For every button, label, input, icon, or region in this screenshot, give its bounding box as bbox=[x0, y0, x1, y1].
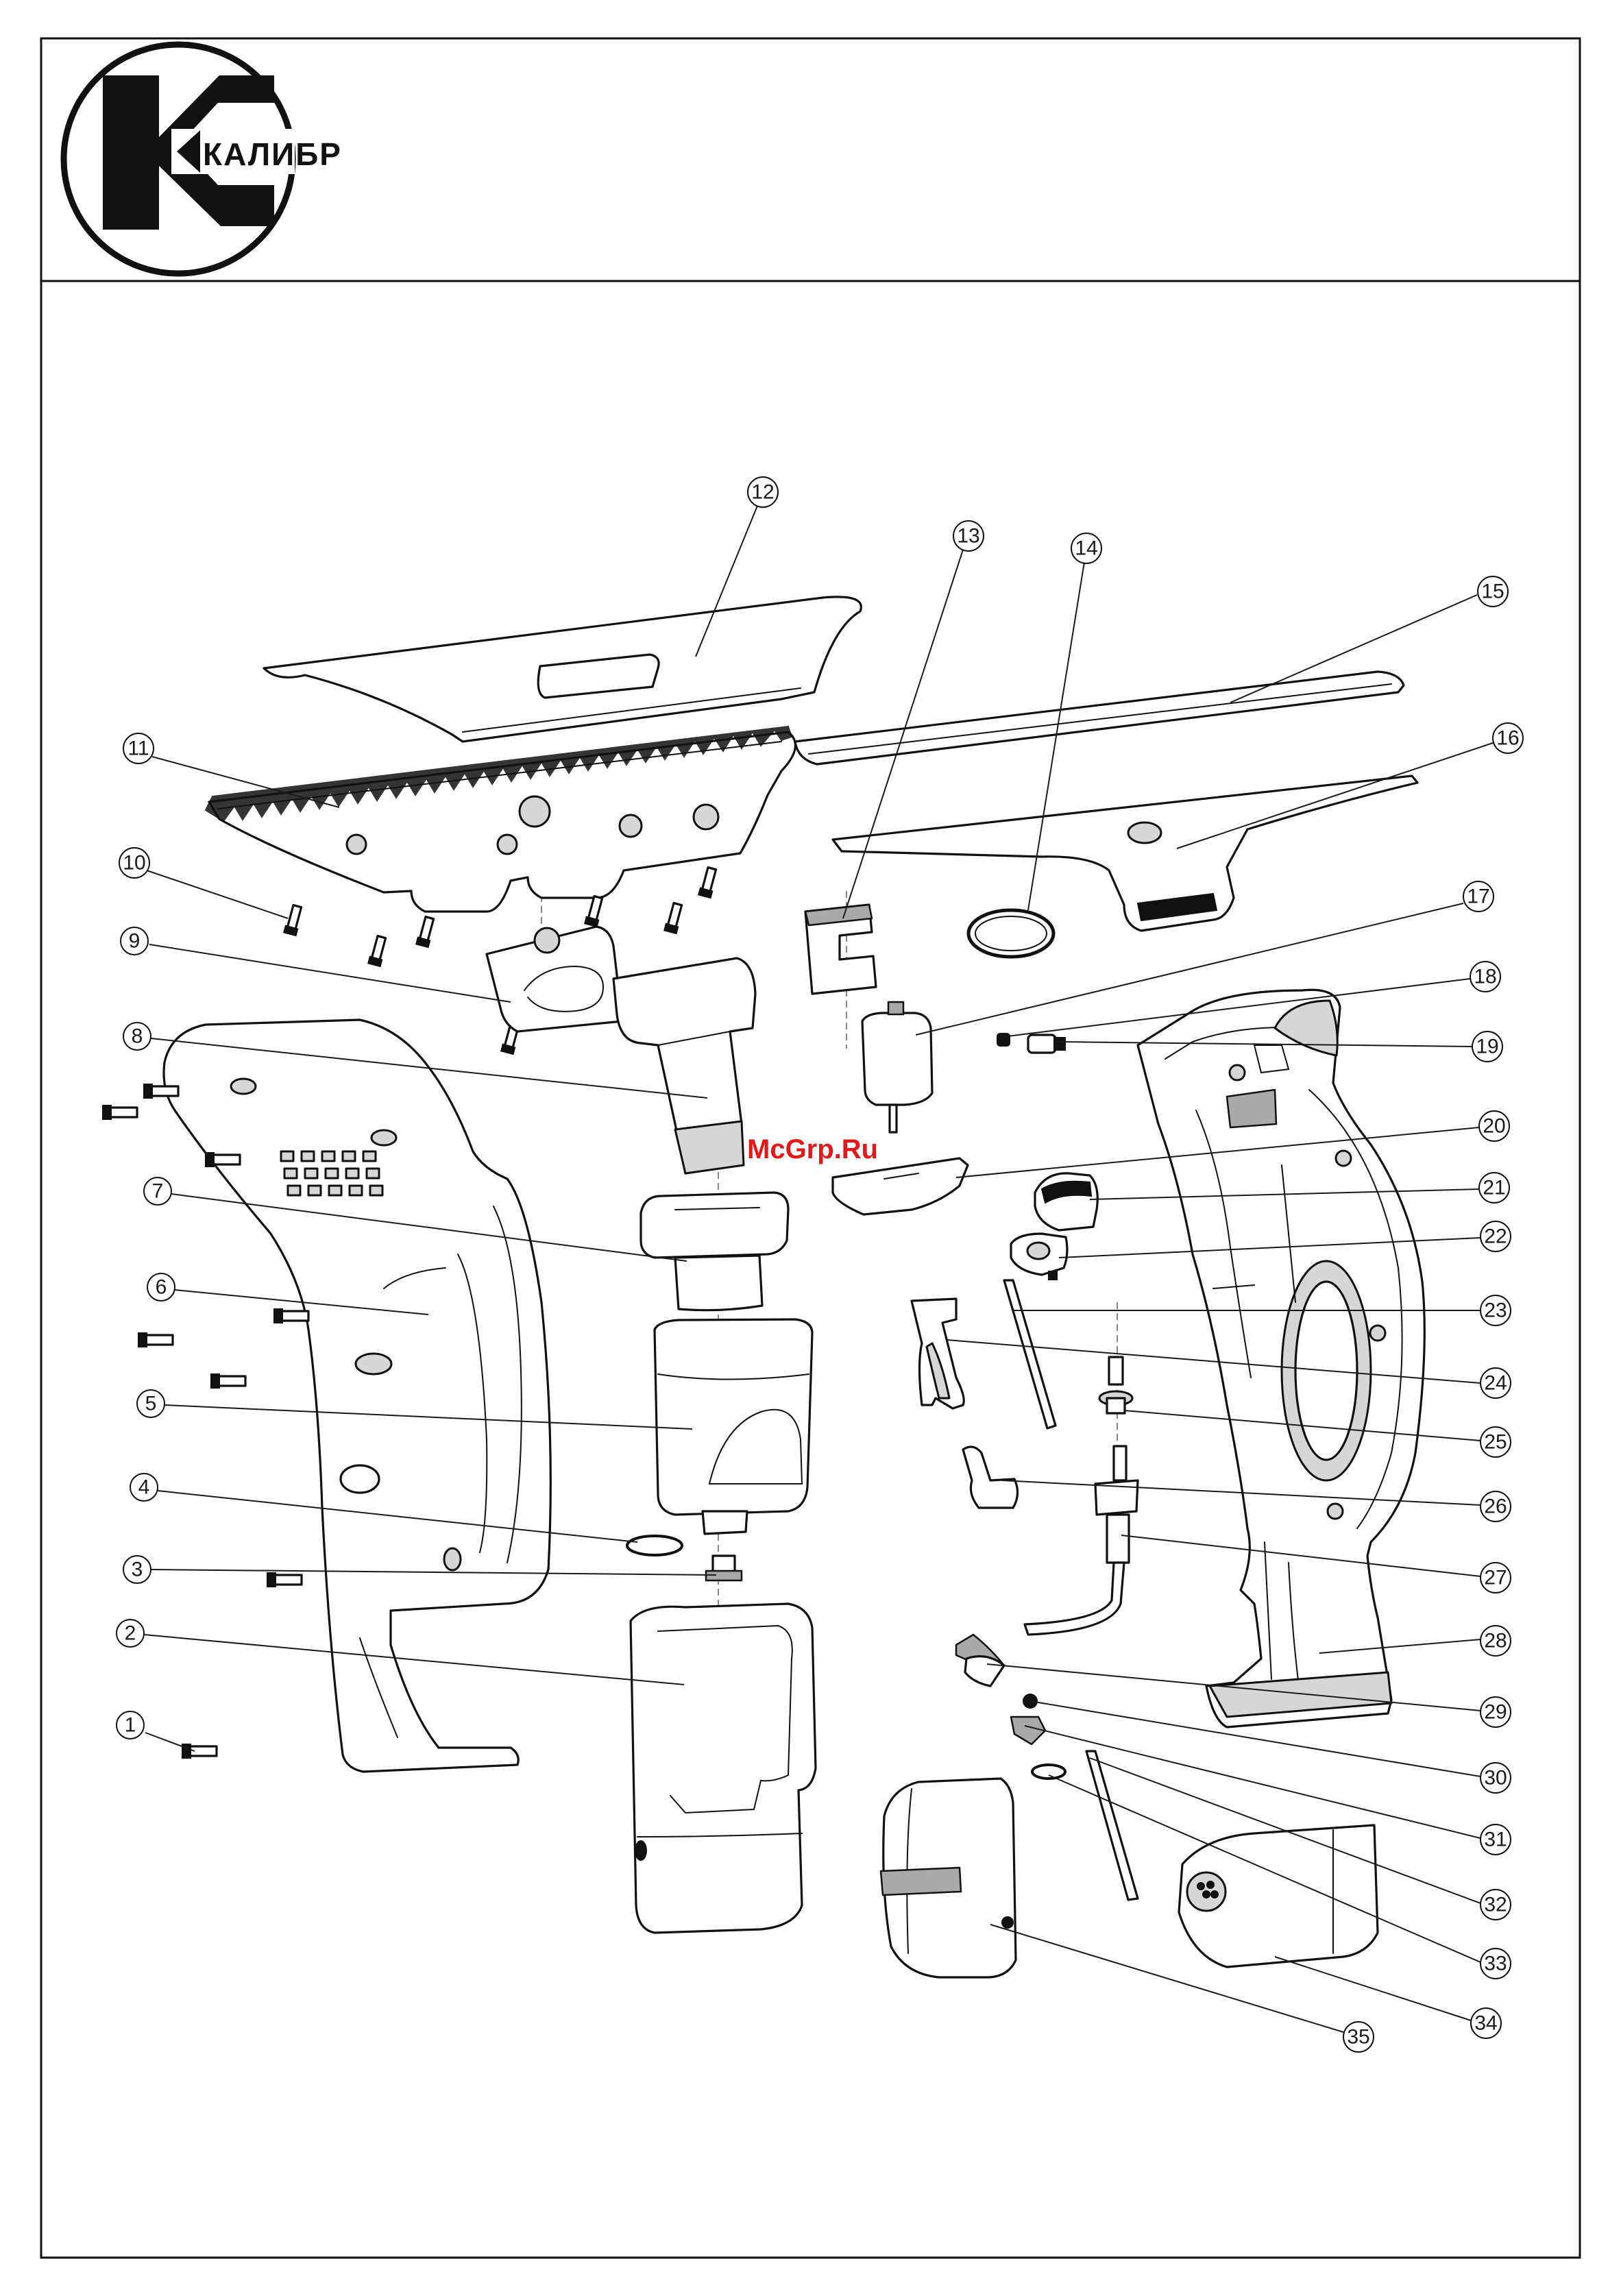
svg-text:8: 8 bbox=[132, 1025, 143, 1048]
part-lever bbox=[963, 1447, 1018, 1508]
svg-text:14: 14 bbox=[1075, 537, 1097, 560]
part-o-ring bbox=[968, 910, 1053, 957]
svg-text:5: 5 bbox=[145, 1393, 157, 1415]
part-spray-nozzle bbox=[956, 1635, 1004, 1686]
svg-text:10: 10 bbox=[123, 852, 145, 875]
svg-text:22: 22 bbox=[1484, 1225, 1507, 1248]
svg-text:1: 1 bbox=[125, 1714, 136, 1737]
brand-logo: КАЛИБР bbox=[64, 45, 342, 273]
part-filter-cap bbox=[641, 1193, 788, 1310]
svg-text:35: 35 bbox=[1347, 2026, 1369, 2049]
svg-text:34: 34 bbox=[1474, 2012, 1497, 2035]
svg-text:31: 31 bbox=[1484, 1829, 1507, 1851]
part-suction-nozzle bbox=[613, 958, 755, 1173]
part-connector bbox=[1099, 1357, 1132, 1413]
svg-text:26: 26 bbox=[1484, 1495, 1507, 1518]
part-hose bbox=[1004, 1280, 1056, 1428]
svg-text:30: 30 bbox=[1484, 1767, 1507, 1790]
svg-text:27: 27 bbox=[1484, 1567, 1507, 1589]
part-battery bbox=[881, 1779, 1016, 1977]
part-valve bbox=[1011, 1717, 1045, 1744]
part-clip bbox=[805, 905, 876, 994]
assembly-axes bbox=[541, 774, 1117, 1645]
svg-text:9: 9 bbox=[129, 930, 141, 953]
part-blade-strip bbox=[795, 672, 1404, 764]
part-small-nut bbox=[997, 1034, 1010, 1046]
part-small-ring bbox=[1032, 1765, 1065, 1779]
part-spray-tube bbox=[1025, 1446, 1138, 1635]
svg-text:17: 17 bbox=[1467, 886, 1489, 908]
part-fan-plate bbox=[833, 1158, 968, 1214]
part-top-cover bbox=[264, 597, 861, 742]
svg-text:25: 25 bbox=[1484, 1431, 1507, 1454]
callout-10: 10 bbox=[119, 848, 288, 918]
svg-text:16: 16 bbox=[1496, 727, 1519, 750]
part-pump-screw bbox=[1028, 1035, 1065, 1053]
svg-text:3: 3 bbox=[132, 1559, 143, 1581]
svg-text:4: 4 bbox=[138, 1476, 150, 1499]
part-left-housing bbox=[164, 1020, 550, 1772]
svg-text:12: 12 bbox=[751, 481, 774, 504]
svg-text:11: 11 bbox=[127, 737, 149, 760]
svg-text:33: 33 bbox=[1484, 1953, 1507, 1975]
svg-text:13: 13 bbox=[957, 525, 979, 548]
part-switch bbox=[1011, 1234, 1067, 1280]
watermark: McGrp.Ru bbox=[747, 1134, 878, 1164]
callout-13: 13 bbox=[843, 521, 984, 918]
svg-text:21: 21 bbox=[1483, 1177, 1505, 1199]
svg-text:28: 28 bbox=[1484, 1630, 1507, 1652]
part-filter-container bbox=[655, 1319, 812, 1534]
callout-34: 34 bbox=[1275, 1957, 1501, 2038]
part-water-tank bbox=[631, 1604, 816, 1933]
part-motor bbox=[862, 1002, 932, 1132]
part-seal-ring bbox=[627, 1536, 682, 1555]
svg-text:2: 2 bbox=[125, 1622, 136, 1645]
part-lower-blade bbox=[833, 776, 1417, 931]
part-trigger bbox=[912, 1299, 964, 1408]
part-pump bbox=[1035, 1173, 1097, 1230]
callout-9: 9 bbox=[121, 927, 511, 1002]
svg-text:15: 15 bbox=[1481, 581, 1504, 603]
svg-text:24: 24 bbox=[1484, 1372, 1507, 1395]
logo-wordmark: КАЛИБР bbox=[203, 136, 342, 172]
svg-text:23: 23 bbox=[1484, 1299, 1507, 1322]
svg-text:32: 32 bbox=[1484, 1894, 1507, 1916]
part-tank-cover bbox=[1179, 1825, 1378, 1967]
svg-text:7: 7 bbox=[152, 1180, 164, 1203]
svg-text:29: 29 bbox=[1484, 1701, 1507, 1724]
svg-text:19: 19 bbox=[1476, 1036, 1498, 1058]
svg-text:18: 18 bbox=[1474, 966, 1496, 988]
part-small-plug bbox=[706, 1556, 742, 1580]
part-bracket bbox=[487, 927, 622, 1031]
svg-text:20: 20 bbox=[1483, 1115, 1505, 1138]
svg-text:6: 6 bbox=[156, 1276, 167, 1299]
